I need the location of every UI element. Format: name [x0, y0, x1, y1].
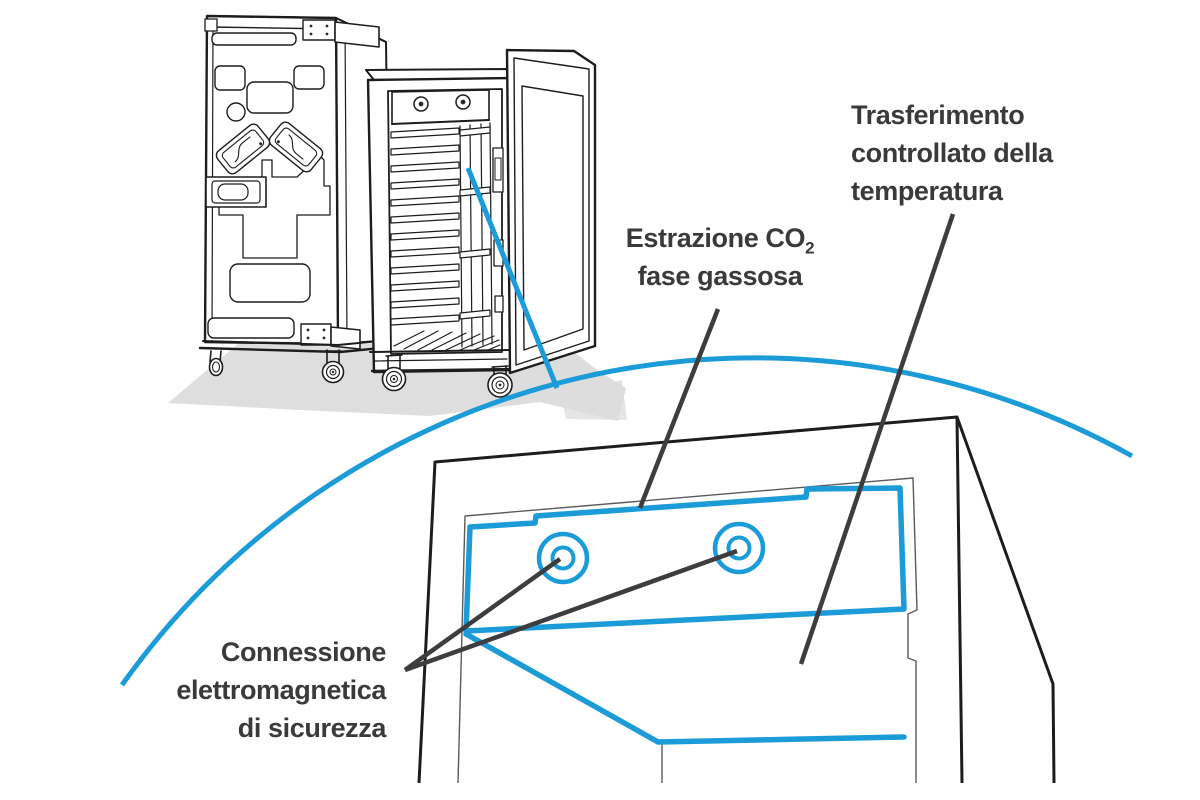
- magnifier-arc: [119, 355, 1134, 687]
- leader-line-temperature: [798, 213, 956, 665]
- cabinet1-port-circle: [226, 102, 246, 122]
- cabinet1-side-rib: [344, 23, 348, 341]
- electromagnetic-port-left-inner: [550, 545, 576, 571]
- cabinet1-hinge-top-left: [204, 18, 218, 32]
- label-temperature-line1: Trasferimento: [851, 100, 1025, 130]
- cabinet2-door-panel: [521, 85, 584, 351]
- cabinet2-top-panel: [391, 89, 490, 125]
- cabinet1-hinge-top-right: [302, 19, 336, 41]
- co2-subscript: 2: [805, 238, 815, 258]
- open-cabinet-illustration: [365, 48, 597, 398]
- cabinet2-door-outer: [505, 48, 597, 375]
- co2-detail-blue: [463, 485, 907, 745]
- cabinet1-hinge-bottom-screws: [306, 328, 326, 340]
- label-temperature-transfer: Trasferimento controllato della temperat…: [851, 96, 1053, 210]
- leader-lines: [403, 213, 956, 673]
- label-temperature-line2: controllato della: [851, 138, 1053, 168]
- label-co2-extraction: Estrazione CO2 fase gassosa: [592, 219, 848, 295]
- cabinet1-hinge-bottom-right: [300, 323, 332, 346]
- cabinet1-vent-right: [293, 65, 325, 90]
- cabinet2-shelf-slats: [390, 127, 460, 326]
- cabinet1-top-slot: [211, 32, 297, 46]
- cabinet2-rack-uprights: [459, 122, 493, 348]
- cabinet1-hinge-top-screws: [309, 24, 329, 36]
- label-safety-connection: Connessione elettromagnetica di sicurezz…: [120, 633, 386, 747]
- cabinet2-top-panel-lip: [391, 119, 490, 125]
- label-co2-line1: Estrazione CO2: [625, 223, 815, 258]
- cabinet1-vent-left: [214, 65, 246, 91]
- cabinet1-diamond-plate-left: [215, 123, 271, 175]
- closed-cabinet-illustration: [198, 14, 394, 384]
- label-co2-line2: fase gassosa: [637, 261, 803, 291]
- cabinet2-base-mid: [374, 358, 508, 362]
- leader-line-safety-right: [404, 548, 738, 673]
- detail-inner-panel: [457, 477, 918, 784]
- label-safety-line2: elettromagnetica: [176, 675, 386, 705]
- cabinet1-caster-front: [321, 349, 345, 384]
- temperature-shelf-line-blue: [463, 631, 907, 745]
- cabinet2-caster-right: [487, 365, 513, 398]
- cabinet1-bracket-top-right: [334, 21, 380, 48]
- co2-panel-outline-blue: [463, 485, 907, 634]
- electromagnetic-port-left-outer: [536, 531, 590, 585]
- cabinet1-diamond-plate-right: [268, 121, 324, 173]
- cabinet1-caster-rear-left: [208, 350, 224, 377]
- cabinet1-handle-grip: [217, 183, 249, 201]
- cabinet2-knobs: [413, 94, 471, 112]
- label-safety-line1: Connessione: [220, 637, 387, 667]
- cabinet2-floor-slats: [393, 330, 501, 351]
- magnifier: [119, 167, 1134, 687]
- cabinet1-center-plate: [246, 81, 294, 114]
- cabinet2-door-latches: [492, 147, 504, 313]
- shadow-door: [560, 380, 627, 420]
- back-panel-detail: [417, 415, 1056, 784]
- cabinet2-caster-left: [381, 354, 407, 392]
- cabinet1-vent-bottom: [229, 263, 311, 303]
- label-safety-line3: di sicurezza: [237, 713, 387, 743]
- leader-line-safety-left: [403, 557, 562, 672]
- magnifier-pointer-line: [465, 167, 560, 389]
- electromagnetic-port-right-inner: [726, 535, 752, 561]
- cabinet2-rack-crossbars: [459, 126, 491, 320]
- cabinet2-base-top: [369, 349, 510, 353]
- leader-line-co2: [637, 308, 721, 509]
- label-temperature-line3: temperatura: [851, 176, 1003, 206]
- detail-panel-outline: [417, 415, 1056, 784]
- electromagnetic-port-right-outer: [712, 521, 766, 575]
- cabinet2-door-mid: [513, 57, 590, 366]
- cabinet1-bottom-slot: [207, 317, 295, 339]
